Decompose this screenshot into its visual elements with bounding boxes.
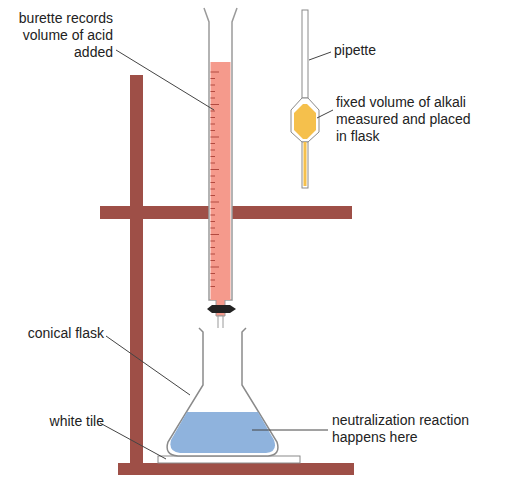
- conical-flask-glass: [167, 328, 278, 456]
- graduation-tick: [211, 195, 216, 196]
- part-label: neutralization reaction happens here: [332, 412, 502, 446]
- stand-base: [118, 463, 354, 475]
- stopcock: [207, 305, 236, 313]
- graduation-tick: [211, 72, 220, 73]
- graduation-tick: [211, 124, 216, 125]
- reaction-liquid: [170, 412, 275, 453]
- graduation-tick: [211, 234, 220, 235]
- graduation-tick: [211, 228, 216, 229]
- graduation-tick: [211, 273, 216, 274]
- graduation-tick: [211, 202, 220, 203]
- part-label: white tile: [4, 413, 104, 430]
- graduation-tick: [211, 241, 216, 242]
- alkali-liquid: [294, 104, 316, 139]
- graduation-tick: [211, 247, 216, 248]
- graduation-tick: [211, 163, 216, 164]
- pipette-bulb: [291, 98, 319, 142]
- graduation-tick: [211, 221, 216, 222]
- leader-line: [116, 50, 214, 110]
- graduation-tick: [211, 156, 216, 157]
- acid-liquid: [211, 62, 231, 300]
- graduation-tick: [211, 111, 216, 112]
- graduation-tick: [211, 150, 216, 151]
- graduation-tick: [211, 104, 220, 105]
- graduation-tick: [211, 254, 216, 255]
- graduation-tick: [211, 286, 216, 287]
- leader-lines: [100, 50, 333, 459]
- leader-line: [100, 423, 166, 459]
- graduation-tick: [211, 260, 216, 261]
- graduation-tick: [211, 85, 216, 86]
- graduation-tick: [211, 137, 220, 138]
- leader-line: [106, 336, 190, 395]
- stand-rod: [130, 75, 143, 467]
- graduation-tick: [211, 130, 216, 131]
- pipette-stem: [302, 10, 308, 98]
- graduation-tick: [211, 208, 216, 209]
- graduation-tick: [211, 98, 216, 99]
- graduation-tick: [211, 182, 216, 183]
- white-tile: [158, 456, 300, 463]
- part-label: fixed volume of alkali measured and plac…: [336, 94, 476, 145]
- burette-graduations: [211, 72, 220, 287]
- graduation-tick: [211, 117, 216, 118]
- part-label: pipette: [334, 42, 434, 59]
- leader-line: [252, 430, 328, 431]
- graduation-tick: [211, 189, 216, 190]
- graduation-tick: [211, 215, 216, 216]
- part-label: burette records volume of acid added: [9, 10, 113, 61]
- graduation-tick: [211, 91, 216, 92]
- part-label: conical flask: [4, 325, 104, 342]
- graduation-tick: [211, 176, 216, 177]
- graduation-tick: [211, 169, 220, 170]
- graduation-tick: [211, 267, 220, 268]
- leader-line: [309, 52, 331, 60]
- graduation-tick: [211, 143, 216, 144]
- alkali-liquid: [304, 142, 307, 186]
- graduation-tick: [211, 280, 216, 281]
- pipette-stem: [302, 142, 308, 188]
- burette-glass: [204, 8, 237, 300]
- graduation-tick: [211, 78, 216, 79]
- leader-line: [317, 110, 333, 118]
